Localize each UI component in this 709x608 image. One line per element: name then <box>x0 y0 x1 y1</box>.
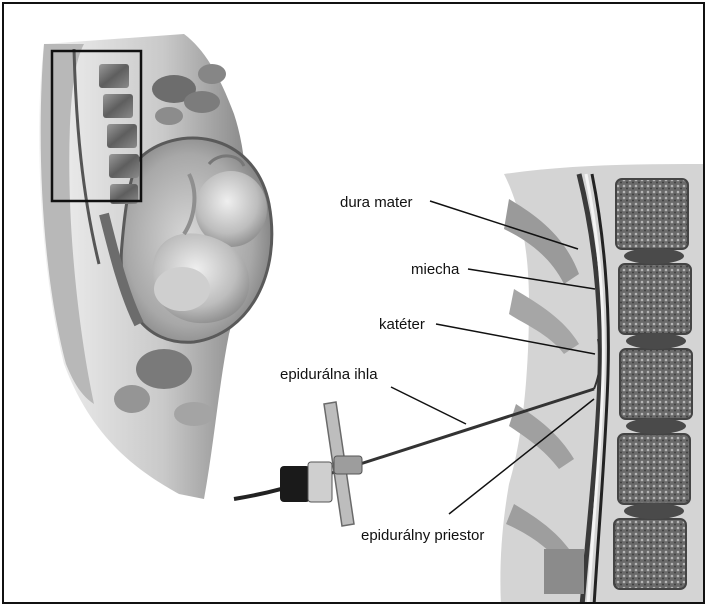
label-epiduralny-priestor: epidurálny priestor <box>361 527 484 544</box>
mother-torso <box>39 34 272 499</box>
label-epiduralna-ihla: epidurálna ihla <box>280 366 378 383</box>
label-kateter: katéter <box>379 316 425 333</box>
anatomy-illustration: dura mater miecha katéter epidurálna ihl… <box>4 4 705 604</box>
spine-section <box>500 164 705 604</box>
label-dura-mater: dura mater <box>340 194 413 211</box>
label-miecha: miecha <box>411 261 460 278</box>
